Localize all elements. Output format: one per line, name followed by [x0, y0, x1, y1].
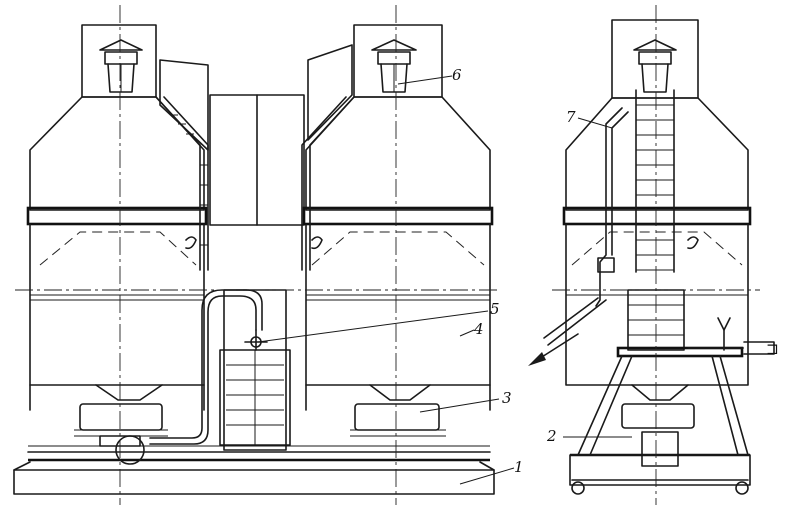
front-view [13, 5, 500, 505]
right-silo [301, 24, 494, 437]
side-view [543, 5, 775, 505]
left-silo [26, 24, 209, 447]
callout-2: 2 [546, 427, 557, 445]
callout-3: 3 [502, 389, 512, 407]
callout-1: 1 [514, 458, 524, 476]
callout-labels: 1 2 3 4 5 6 7 ⊐ [452, 66, 779, 476]
arrow-symbol-icon: ⊐ [766, 340, 779, 358]
ladder [635, 89, 675, 273]
callout-5: 5 [490, 300, 500, 318]
callout-7: 7 [566, 108, 576, 126]
callout-6: 6 [452, 66, 462, 84]
outlet-arrow [528, 333, 579, 366]
callout-4: 4 [473, 320, 484, 338]
leader-lines [257, 75, 632, 485]
base-frame [13, 445, 495, 495]
centre-cabinet [115, 94, 305, 465]
